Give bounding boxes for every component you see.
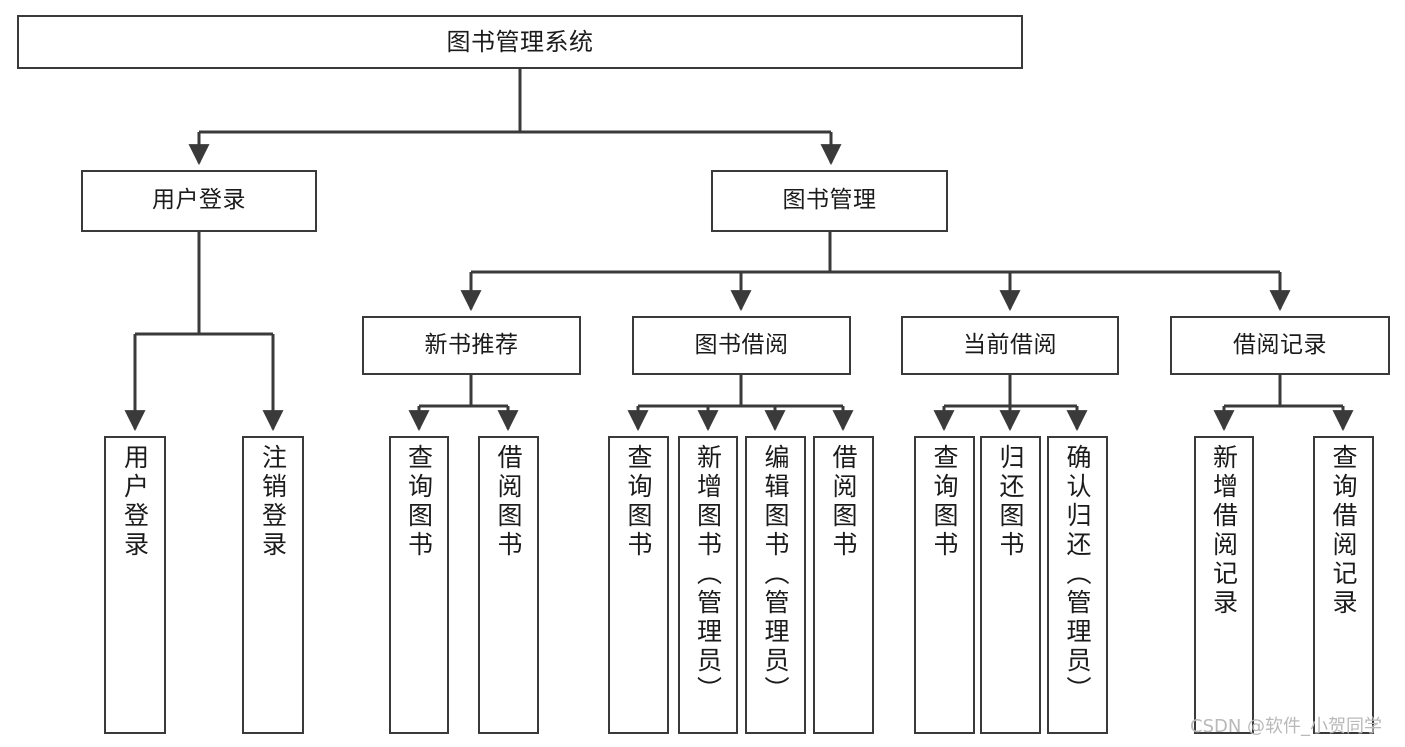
csdn-watermark: CSDN @软件_小贺同学 <box>1190 716 1383 737</box>
node-leaf-add-book-label: 新增图书（管理员） <box>693 444 723 705</box>
node-leaf-borrow-book-label: 借阅图书 <box>829 444 858 560</box>
node-leaf-return-book[interactable]: 归还图书 <box>980 436 1041 734</box>
node-book-borrow-label: 图书借阅 <box>694 331 789 358</box>
node-leaf-query-book-new[interactable]: 查询图书 <box>389 436 449 734</box>
node-leaf-edit-book[interactable]: 编辑图书（管理员） <box>745 436 806 734</box>
node-leaf-query-book-current[interactable]: 查询图书 <box>914 436 975 734</box>
node-leaf-confirm-return[interactable]: 确认归还（管理员） <box>1047 436 1108 734</box>
node-borrow-record[interactable]: 借阅记录 <box>1170 316 1390 375</box>
node-leaf-borrow-book[interactable]: 借阅图书 <box>813 436 874 734</box>
node-book-manage[interactable]: 图书管理 <box>711 170 948 232</box>
node-leaf-add-borrow-record-label: 新增借阅记录 <box>1209 444 1239 618</box>
node-new-book-recommend-label: 新书推荐 <box>424 331 519 358</box>
node-leaf-return-book-label: 归还图书 <box>996 444 1025 560</box>
node-leaf-query-borrow-record[interactable]: 查询借阅记录 <box>1313 436 1374 734</box>
node-leaf-edit-book-label: 编辑图书（管理员） <box>761 444 790 705</box>
node-user-login-label: 用户登录 <box>152 187 246 214</box>
node-leaf-confirm-return-label: 确认归还（管理员） <box>1063 444 1092 705</box>
node-leaf-query-book-new-label: 查询图书 <box>404 444 434 560</box>
node-leaf-borrow-book-new-label: 借阅图书 <box>494 444 523 560</box>
node-leaf-borrow-book-new[interactable]: 借阅图书 <box>478 436 539 734</box>
node-leaf-user-login-label: 用户登录 <box>120 444 150 560</box>
node-root[interactable]: 图书管理系统 <box>17 15 1023 69</box>
node-root-label: 图书管理系统 <box>446 27 594 56</box>
node-leaf-user-logout[interactable]: 注销登录 <box>242 436 304 734</box>
node-leaf-add-borrow-record[interactable]: 新增借阅记录 <box>1194 436 1254 734</box>
node-leaf-query-book-borrow[interactable]: 查询图书 <box>608 436 669 734</box>
node-leaf-query-borrow-record-label: 查询借阅记录 <box>1329 444 1358 618</box>
node-borrow-record-label: 借阅记录 <box>1233 331 1327 358</box>
node-book-manage-label: 图书管理 <box>782 187 877 214</box>
node-current-borrow[interactable]: 当前借阅 <box>901 316 1119 375</box>
node-user-login[interactable]: 用户登录 <box>81 170 317 232</box>
node-leaf-user-login[interactable]: 用户登录 <box>104 436 166 734</box>
node-leaf-user-logout-label: 注销登录 <box>258 444 288 560</box>
node-leaf-add-book[interactable]: 新增图书（管理员） <box>678 436 738 734</box>
node-new-book-recommend[interactable]: 新书推荐 <box>362 316 581 375</box>
node-leaf-query-book-borrow-label: 查询图书 <box>624 444 653 560</box>
node-leaf-query-book-current-label: 查询图书 <box>930 444 959 560</box>
node-current-borrow-label: 当前借阅 <box>963 331 1057 358</box>
node-book-borrow[interactable]: 图书借阅 <box>632 316 851 375</box>
